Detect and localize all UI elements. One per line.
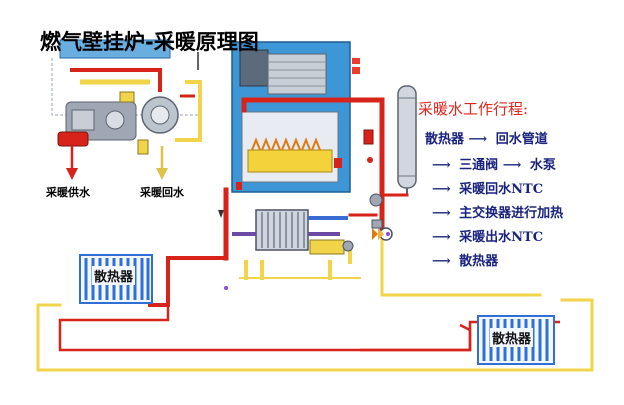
legend-step-6: ⟶ 散热器 [432,254,499,269]
hot-water-pipe [148,97,409,307]
legend-step-1: 散热器 ⟶ 回水管道 [425,132,548,147]
legend-step-2: ⟶ 三通阀 ⟶ 水泵 [432,158,556,173]
page-title: 燃气壁挂炉-采暖原理图 [40,30,259,54]
arrow-right-icon: ⟶ [432,254,451,269]
legend-heading: 采暖水工作行程: [418,100,529,118]
arrow-right-icon: ⟶ [432,158,451,173]
return-water-pipe [36,238,594,372]
arrow-right-icon: ⟶ [502,158,522,173]
arrow-right-icon: ⟶ [432,230,451,245]
supply-label: 采暖供水 [46,186,90,199]
legend-step-4: ⟶ 主交换器进行加热 [432,206,564,221]
expansion-vessel [397,85,417,195]
arrow-right-icon: ⟶ [432,206,451,221]
valve-assembly-inset [51,39,202,180]
radiator-right-label: 散热器 [490,328,534,347]
arrow-right-icon: ⟶ [468,132,488,147]
legend-step-5: ⟶ 采暖出水NTC [432,230,544,245]
boiler-housing [231,41,360,193]
arrow-right-icon: ⟶ [432,182,451,197]
plate-heat-exchanger [232,209,354,255]
legend-step-3: ⟶ 采暖回水NTC [432,182,544,197]
radiator-left-label: 散热器 [92,266,136,285]
burner-flames [247,137,333,173]
return-label: 采暖回水 [140,186,184,199]
